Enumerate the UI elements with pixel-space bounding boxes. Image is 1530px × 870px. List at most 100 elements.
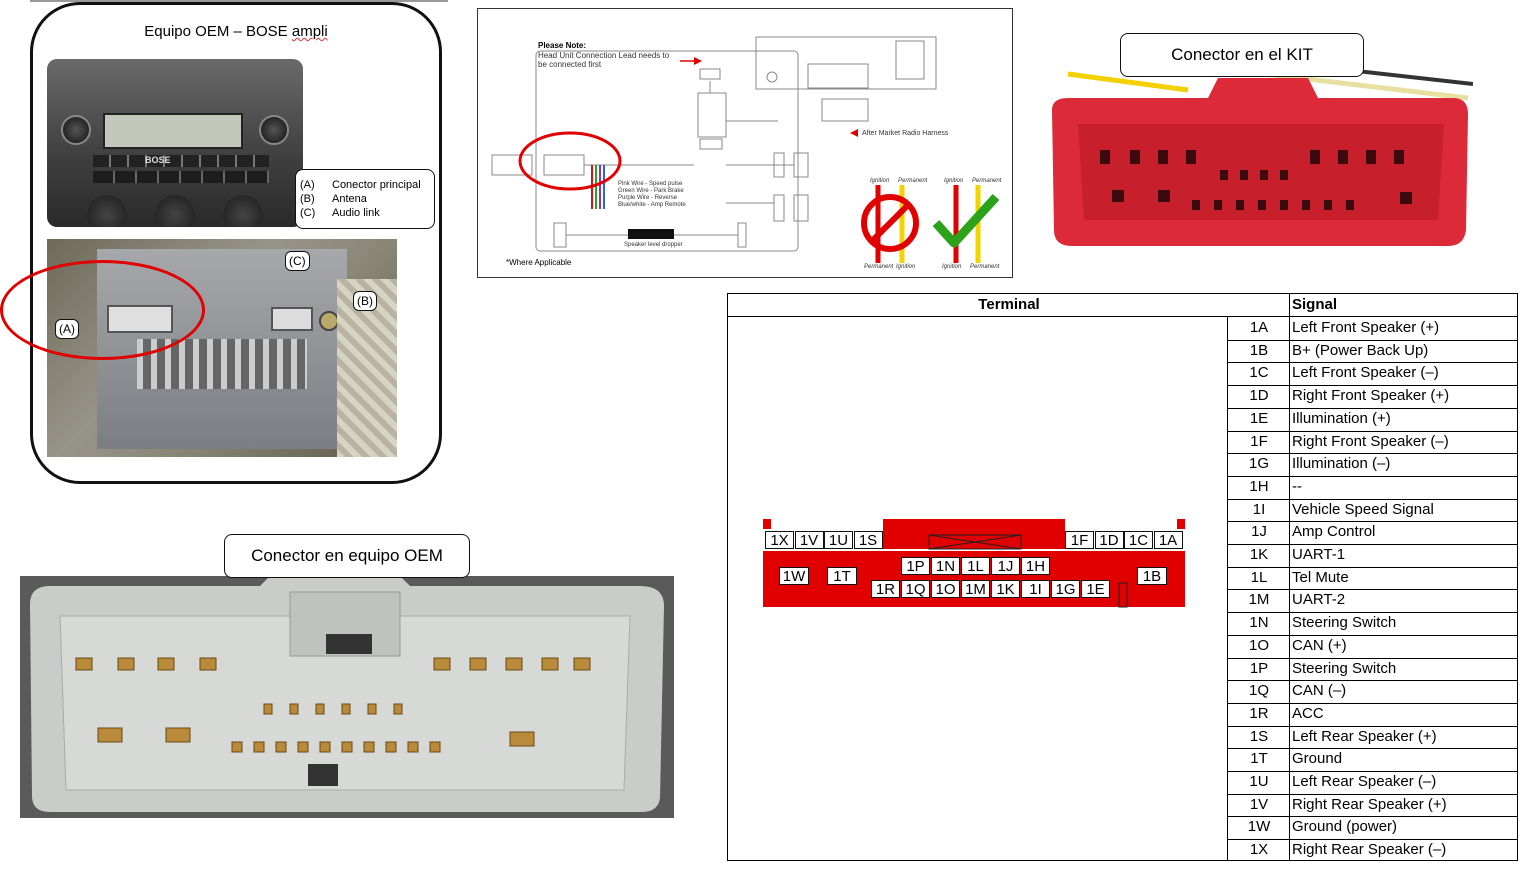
connector-pin-label: 1X — [765, 531, 794, 549]
kit-pin-row-top — [1100, 150, 1404, 180]
connector-pin-label: 1P — [901, 557, 930, 575]
connector-pin-label: 1G — [1051, 580, 1080, 598]
connector-pin-label: 1K — [991, 580, 1020, 598]
top-divider-line — [30, 0, 448, 2]
connector-pin-label: 1V — [794, 531, 824, 549]
row-divider — [1227, 702, 1517, 704]
connector-pin-label: 1F — [1065, 531, 1094, 549]
wire-legend: Pink Wire - Speed pulse Green Wire - Par… — [618, 181, 686, 209]
latch-slot — [928, 534, 1022, 550]
audio-link-port — [271, 307, 313, 331]
connector-pin-label: 1U — [824, 531, 853, 549]
connector-pin-label: 1E — [1081, 580, 1110, 598]
row-divider — [1227, 430, 1517, 432]
wire-name: Green Wire — [618, 188, 649, 194]
legend-label: Audio link — [332, 207, 380, 219]
row-divider — [1227, 544, 1517, 545]
row-divider — [1227, 407, 1517, 409]
connector-pin-label: 1D — [1094, 531, 1124, 549]
pin-id-cell: 1L — [1250, 568, 1268, 586]
row-divider — [1227, 771, 1517, 772]
wire-legend-row: Green Wire - Park Brake — [618, 188, 684, 194]
tuning-knob — [259, 115, 289, 145]
kit-connector-drawing — [1052, 68, 1474, 246]
head-unit-outline — [755, 36, 937, 90]
pin-id-cell: 1J — [1251, 523, 1267, 541]
legend-row-c: (C) Audio link — [300, 206, 380, 220]
legend-key: (A) — [300, 179, 315, 191]
wire-function: Speed pulse — [649, 181, 683, 187]
ignition-label-good: Ignition — [944, 178, 964, 184]
note-line-1: Head Unit Connection Lead needs to — [538, 51, 670, 60]
connector-legend: (A)Conector principal (B)Antena (C)Audio… — [295, 169, 435, 229]
connector-pin-label: 1N — [931, 557, 960, 575]
pin-id-cell: 1I — [1252, 500, 1266, 518]
wire-name: Blue/white — [618, 202, 646, 208]
connector-pin-label: 1R — [871, 580, 900, 598]
legend-key: (C) — [300, 207, 316, 219]
connector-pin-label: 1O — [931, 580, 960, 598]
row-divider — [1227, 475, 1517, 477]
pin-id-cell: 1N — [1249, 614, 1269, 632]
wire-function: Reverse — [654, 195, 678, 201]
yellow-wire — [1067, 71, 1189, 93]
pin-signal-cell: Steering Switch — [1292, 659, 1397, 677]
pin-id-cell: 1A — [1249, 319, 1269, 336]
row-divider — [1227, 839, 1517, 841]
pin-signal-cell: Right Rear Speaker (+) — [1292, 795, 1447, 813]
pin-signal-cell: Left Rear Speaker (–) — [1292, 773, 1437, 790]
permanent-label-good-bottom: Permanent — [970, 264, 1000, 270]
module-plug-bottom — [699, 138, 723, 150]
volume-knob — [61, 115, 91, 145]
pin-id-cell: 1O — [1248, 636, 1269, 654]
aftermarket-label: After Market Radio Harness — [862, 130, 949, 137]
pin-signal-cell: Ground (power) — [1292, 818, 1398, 836]
ac-dial-right — [223, 195, 263, 227]
connector-pin-label: 1C — [1124, 531, 1153, 549]
pin-id-cell: 1Q — [1248, 682, 1269, 700]
header-divider — [728, 316, 1517, 317]
oem-panel-title: Equipo OEM – BOSE ampli — [33, 23, 439, 40]
permanent-label-bad: Permanent — [898, 178, 928, 184]
legend-label: Conector principal — [332, 179, 421, 191]
pin-signal-cell: Ground — [1292, 750, 1343, 768]
pin-id-cell: 1B — [1249, 341, 1269, 359]
kit-connector-label: Conector en el KIT — [1120, 33, 1364, 77]
harness-arrow — [850, 129, 858, 137]
pin-id-cell: 1R — [1249, 704, 1269, 722]
head-unit-port — [807, 63, 869, 89]
connector-pin-label: 1L — [961, 557, 990, 575]
oem-connector-photo — [20, 576, 674, 818]
pin-signal-cell: CAN (–) — [1292, 682, 1347, 700]
connector-left-tab — [763, 519, 771, 529]
ignition-label-bad-bottom: Ignition — [896, 264, 916, 270]
speaker-plug-1 — [793, 152, 809, 178]
row-divider — [1227, 362, 1517, 364]
speaker-dropper-label: Speaker level dropper — [624, 242, 683, 248]
radio-front-photo: BOSE — [47, 59, 303, 227]
row-divider — [1227, 566, 1517, 568]
pin-id-cell: 1H — [1249, 477, 1269, 495]
head-unit-plugs — [895, 40, 925, 80]
row-divider — [1227, 725, 1517, 727]
pin-id-cell: 1V — [1249, 795, 1269, 813]
pin-id-cell: 1F — [1250, 432, 1268, 450]
connector-center-latch — [883, 519, 1065, 549]
permanent-label-bad-bottom: Permanent — [864, 264, 894, 270]
row-divider — [1227, 816, 1517, 818]
signal-column-divider — [1289, 294, 1290, 860]
kit-pin-row-bottom — [1112, 190, 1412, 210]
wire-function: Amp Remote — [650, 202, 686, 208]
tag-b: (B) — [353, 291, 377, 311]
radio-display — [103, 113, 243, 149]
prohibited-icon — [861, 194, 919, 252]
aftermarket-harness — [821, 98, 869, 122]
radio-button-row — [93, 155, 269, 167]
ignition-label-bad: Ignition — [870, 178, 890, 184]
row-divider — [1227, 793, 1517, 795]
connector-pin-label: 1H — [1021, 557, 1050, 575]
pin-signal-cell: Amp Control — [1292, 523, 1376, 541]
terminal-header: Terminal — [978, 296, 1040, 313]
connector-pin-label: 1W — [779, 567, 809, 585]
